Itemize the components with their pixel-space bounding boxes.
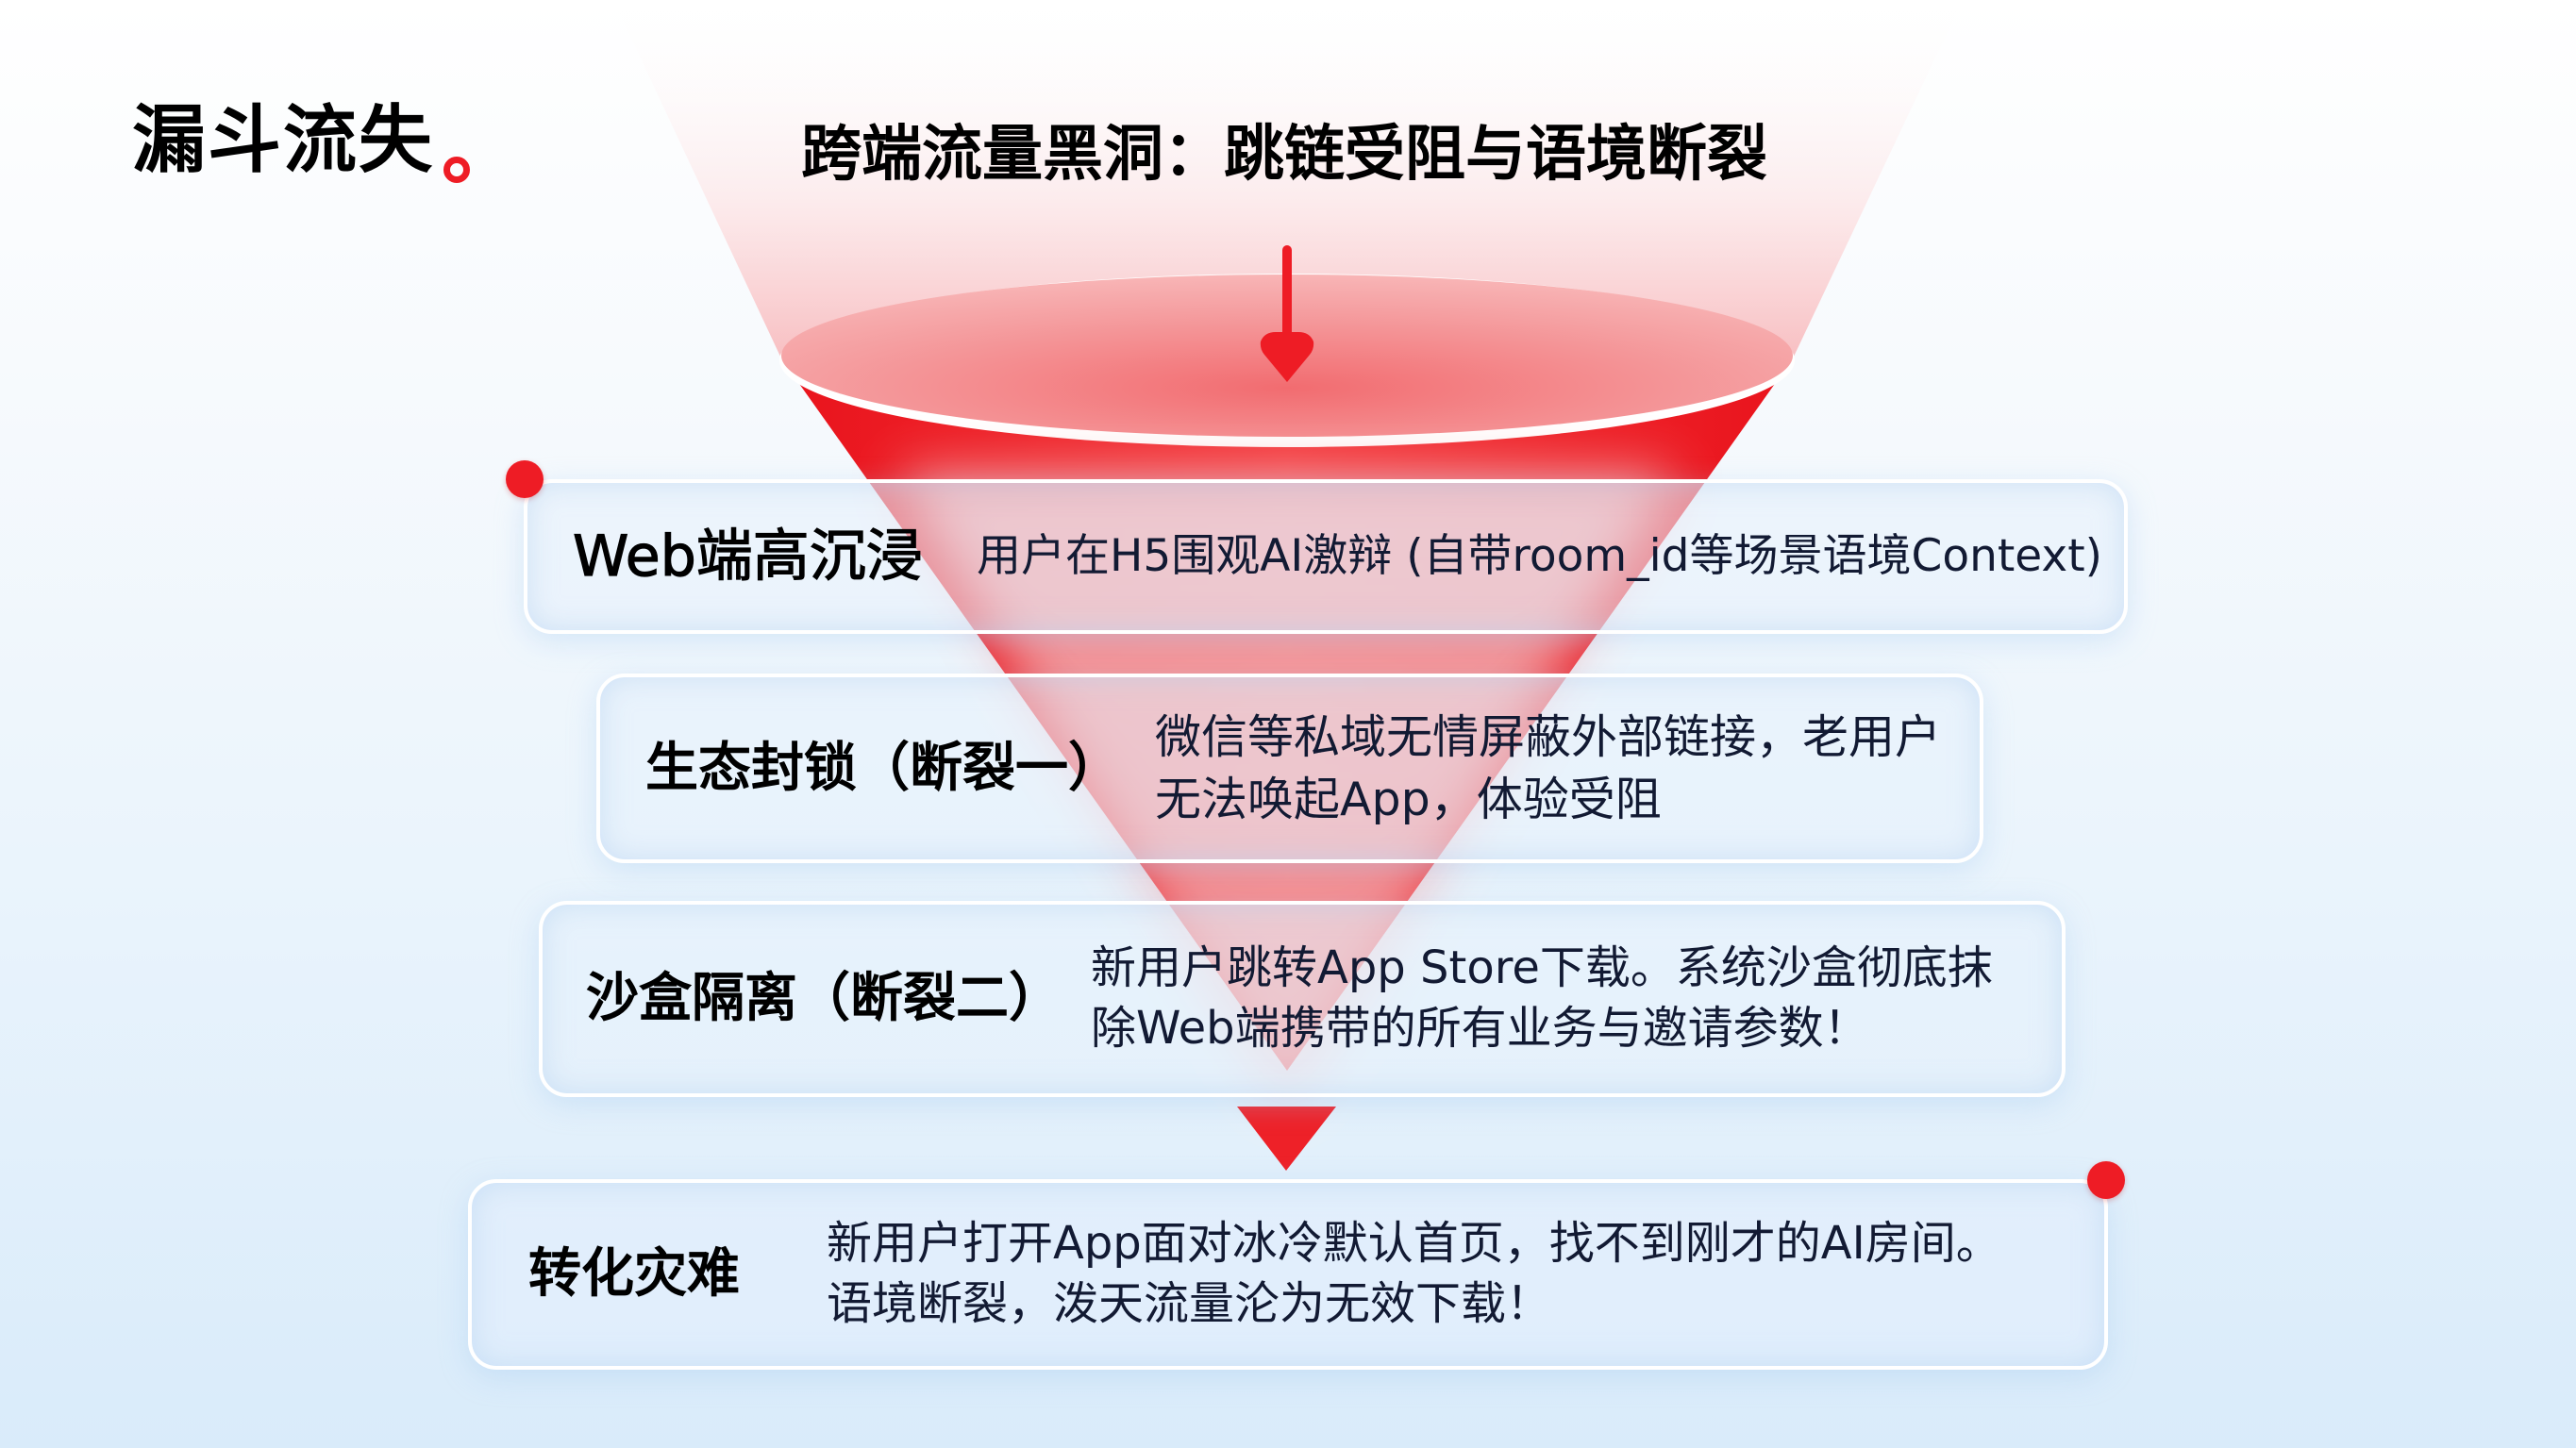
stage-label: Web端高沉浸 xyxy=(572,523,923,590)
stage-description: 新用户跳转App Store下载。系统沙盒彻底抹 除Web端携带的所有业务与邀请… xyxy=(1091,941,1993,1055)
stage-card-sandbox-isolation: 沙盒隔离（断裂二） 新用户跳转App Store下载。系统沙盒彻底抹 除Web端… xyxy=(539,901,2066,1097)
stage-label: 生态封锁（断裂一） xyxy=(645,737,1121,799)
red-dot-marker xyxy=(2087,1161,2125,1199)
stage-label: 沙盒隔离（断裂二） xyxy=(586,968,1062,1030)
page-title: 漏斗流失 xyxy=(132,98,435,183)
red-dot-marker xyxy=(506,460,544,498)
stage-label: 转化灾难 xyxy=(528,1243,740,1306)
stage-card-web-immersion: Web端高沉浸 用户在H5围观AI激辩 (自带room_id等场景语境Conte… xyxy=(524,479,2128,634)
arrow-down-icon xyxy=(1260,245,1314,382)
funnel-title: 跨端流量黑洞：跳链受阻与语境断裂 xyxy=(801,120,1767,190)
triangle-down-icon xyxy=(1237,1107,1336,1171)
funnel-glow-cone xyxy=(613,0,1963,358)
ring-icon xyxy=(443,157,470,183)
stage-card-ecosystem-block: 生态封锁（断裂一） 微信等私域无情屏蔽外部链接，老用户 无法唤起App，体验受阻 xyxy=(596,674,1983,863)
stage-description: 新用户打开App面对冰冷默认首页，找不到刚才的AI房间。 语境断裂，泼天流量沦为… xyxy=(827,1217,2001,1330)
stage-description: 微信等私域无情屏蔽外部链接，老用户 无法唤起App，体验受阻 xyxy=(1155,710,1942,826)
stage-card-conversion-disaster: 转化灾难 新用户打开App面对冰冷默认首页，找不到刚才的AI房间。 语境断裂，泼… xyxy=(468,1179,2108,1370)
stage-description: 用户在H5围观AI激辩 (自带room_id等场景语境Context) xyxy=(977,529,2102,582)
